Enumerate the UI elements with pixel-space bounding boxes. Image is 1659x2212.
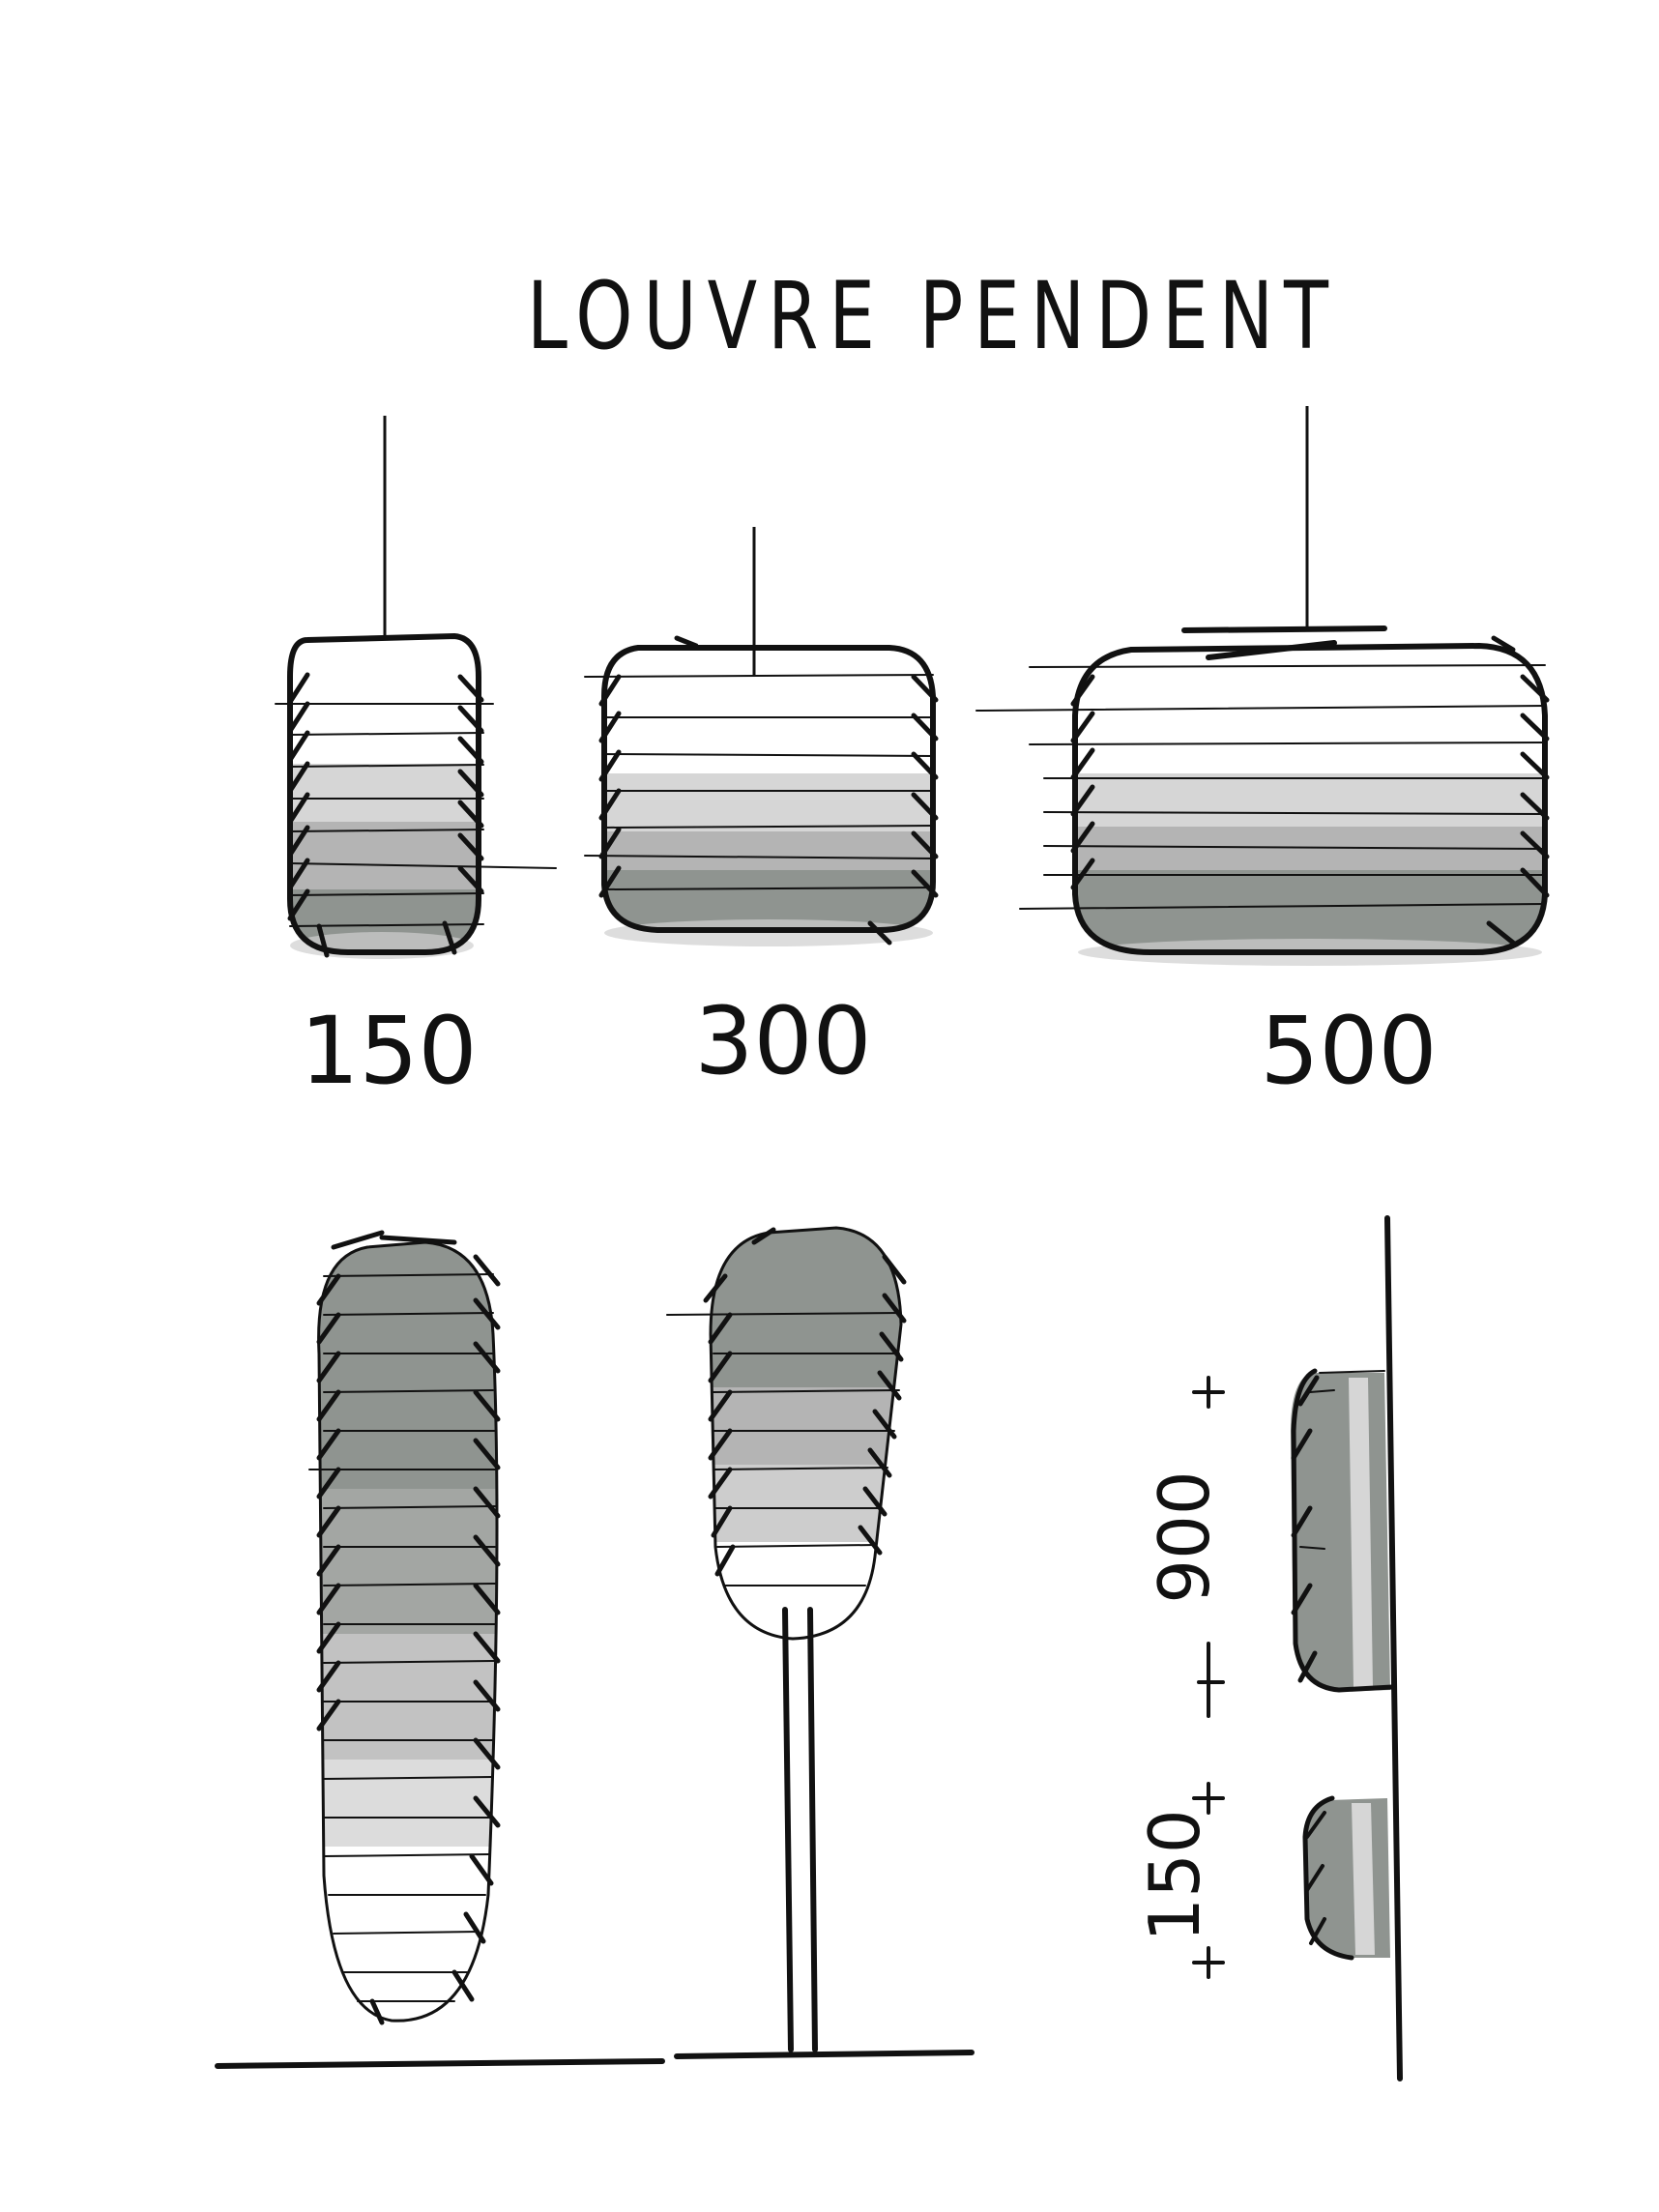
pendant-300: [584, 527, 939, 946]
size-label-500: 500: [1260, 997, 1437, 1105]
sketch-title: LOUVRE PENDENT: [527, 262, 1339, 370]
size-label-150: 150: [300, 997, 477, 1105]
shade-fill: [1075, 773, 1545, 952]
dim-ticks-900: [1192, 1376, 1225, 1718]
pendant-150: [275, 416, 557, 959]
floor-line: [674, 2050, 975, 2059]
size-label-300: 300: [694, 987, 871, 1095]
wall-light-150: [1302, 1795, 1390, 1961]
floor-line: [215, 2058, 665, 2069]
wall-lights: 900 150: [1134, 1215, 1403, 2081]
pendant-500: [975, 406, 1550, 966]
floor-lamp-stand: [666, 1226, 975, 2059]
dim-ticks-150: [1192, 1782, 1225, 1979]
dim-label-150: 150: [1134, 1809, 1215, 1941]
dim-label-900: 900: [1144, 1470, 1225, 1603]
wall-light-900: [1291, 1368, 1395, 1693]
wall-line: [1384, 1215, 1403, 2081]
shade-fill: [711, 1228, 901, 1542]
lamp-stand-poles: [782, 1607, 818, 2052]
shade-fill: [318, 1242, 497, 1847]
floor-lamp-tall: [215, 1230, 665, 2069]
